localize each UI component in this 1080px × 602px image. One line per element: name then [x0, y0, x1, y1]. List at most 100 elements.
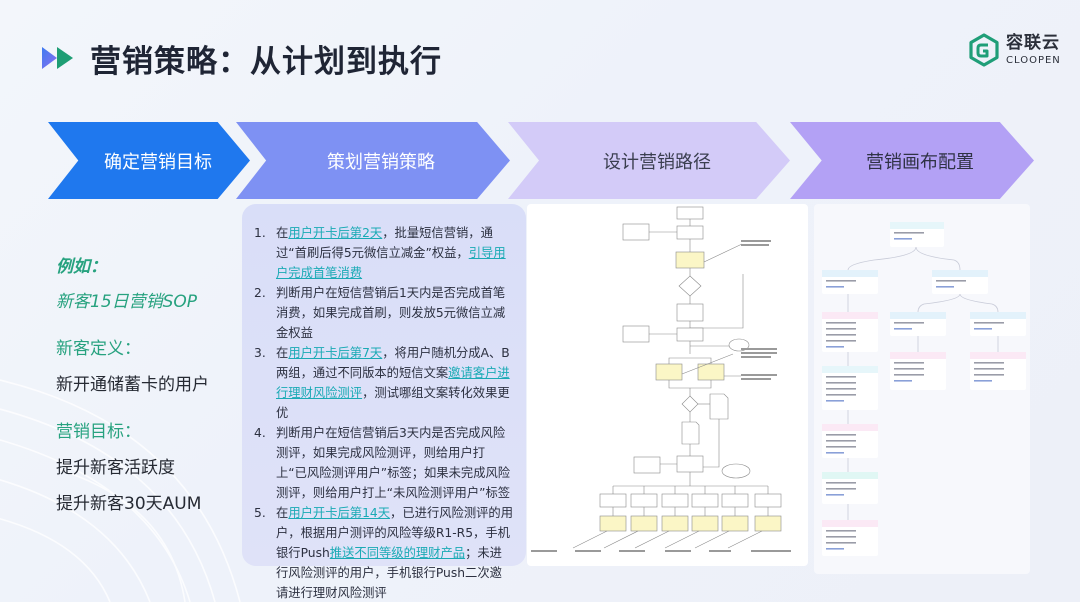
- goal-column: 例如： 新客15日营销SOP 新客定义： 新开通储蓄卡的用户 营销目标： 提升新…: [56, 252, 246, 514]
- flow-decision: [681, 395, 699, 413]
- strategy-item-number: 4.: [254, 426, 266, 440]
- hexagon-logo-icon: [969, 33, 999, 67]
- canvas-node-card: [822, 366, 878, 410]
- flow-node: [633, 456, 661, 474]
- flow-node-highlight: [754, 515, 782, 532]
- flow-annotation: [741, 244, 769, 246]
- double-play-arrow-icon: [42, 47, 73, 69]
- flow-node: [676, 303, 704, 322]
- logo-chinese-name: 容联云: [1006, 32, 1060, 53]
- strategy-text-segment: ，测试哪组文案转化效果更优: [276, 386, 510, 420]
- flow-annotation: [741, 240, 771, 242]
- flow-annotation: [741, 378, 771, 380]
- strategy-panel: 1.在用户开卡后第2天，批量短信营销，通过“首刷后得5元微信立减金”权益，引导用…: [242, 204, 526, 600]
- flow-annotation: [741, 356, 771, 358]
- strategy-text-segment: 判断用户在短信营销后1天内是否完成首笔消费，如果完成首刷，则发放5元微信立减金权…: [276, 286, 506, 340]
- page-title: 营销策略：从计划到执行: [90, 44, 442, 80]
- strategy-item: 2. 判断用户在短信营销后1天内是否完成首笔消费，如果完成首刷，则发放5元微信立减…: [252, 283, 514, 343]
- flow-annotation: [531, 550, 557, 552]
- canvas-diagram: [822, 222, 1026, 556]
- flow-node: [676, 225, 704, 240]
- flow-document: [709, 393, 729, 420]
- definition-value: 新开通储蓄卡的用户: [56, 375, 209, 395]
- flow-node: [754, 493, 782, 508]
- flow-node: [599, 493, 627, 508]
- strategy-text-segment: ，将用户随机分成A、B两组，通过不同版本的短信文案: [276, 346, 510, 380]
- strategy-highlight-link[interactable]: 用户开卡后第2天: [288, 226, 383, 240]
- canvas-node-card: [970, 352, 1026, 390]
- flow-node-highlight: [599, 515, 627, 532]
- canvas-node-card: [822, 424, 878, 458]
- step-plan-marketing-strategy: 策划营销策略: [236, 122, 510, 199]
- flow-node: [630, 493, 658, 508]
- flow-node: [721, 493, 749, 508]
- flow-document: [681, 421, 700, 445]
- strategy-text-segment: 在: [276, 226, 289, 240]
- canvas-node-card: [890, 222, 944, 247]
- strategy-list: 1.在用户开卡后第2天，批量短信营销，通过“首刷后得5元微信立减金”权益，引导用…: [252, 223, 514, 602]
- definition-label: 新客定义：: [56, 339, 141, 359]
- strategy-item-number: 2.: [254, 286, 266, 300]
- strategy-item: 3. 在用户开卡后第7天，将用户随机分成A、B两组，通过不同版本的短信文案邀请客户…: [252, 343, 514, 423]
- flow-node: [691, 493, 719, 508]
- step-canvas-configuration: 营销画布配置: [790, 122, 1034, 199]
- example-value: 新客15日营销SOP: [56, 292, 198, 312]
- flow-node: [676, 455, 704, 473]
- canvas-node-card: [822, 472, 878, 504]
- flow-node: [622, 325, 650, 343]
- strategy-highlight-link[interactable]: 邀请客户进行理财风险测评: [276, 366, 510, 400]
- strategy-item-text: 在用户开卡后第14天，已进行风险测评的用户，根据用户测评的风险等级R1-R5，手…: [276, 503, 514, 602]
- strategy-text-segment: ；未进行风险测评的用户，手机银行Push二次邀请进行理财风险测评: [276, 546, 502, 600]
- canvas-node-card: [970, 312, 1026, 336]
- example-label: 例如：: [56, 257, 107, 277]
- strategy-item-number: 3.: [254, 346, 266, 360]
- canvas-node-card: [890, 312, 946, 336]
- flow-annotation: [741, 348, 777, 350]
- strategy-highlight-link[interactable]: 用户开卡后第7天: [288, 346, 383, 360]
- flow-node-highlight: [630, 515, 658, 532]
- step-set-marketing-goal: 确定营销目标: [48, 122, 250, 199]
- flow-node-highlight: [661, 515, 689, 532]
- strategy-text-segment: 判断用户在短信营销后3天内是否完成风险测评，如果完成风险测评，则给用户打上“已风…: [276, 426, 511, 500]
- strategy-item-text: 在用户开卡后第7天，将用户随机分成A、B两组，通过不同版本的短信文案邀请客户进行…: [276, 343, 514, 423]
- flow-annotation: [709, 550, 731, 552]
- brand-logo: 容联云 CLOOPEN: [968, 33, 1061, 67]
- canvas-node-card: [890, 352, 946, 390]
- step-design-marketing-path: 设计营销路径: [508, 122, 790, 199]
- goal-item: 提升新客30天AUM: [56, 494, 202, 514]
- flow-node: [676, 206, 704, 220]
- canvas-node-card: [822, 270, 878, 294]
- flow-cloud: [721, 463, 751, 479]
- strategy-highlight-link[interactable]: 用户开卡后第14天: [288, 506, 391, 520]
- marketing-canvas-config: [814, 204, 1030, 574]
- strategy-item: 1. 在用户开卡后第2天，批量短信营销，通过“首刷后得5元微信立减金”权益，引导用…: [252, 223, 514, 283]
- strategy-item-text: 判断用户在短信营销后3天内是否完成风险测评，如果完成风险测评，则给用户打上“已风…: [276, 423, 514, 503]
- strategy-highlight-link[interactable]: 推送不同等级的理财产品: [329, 546, 466, 560]
- strategy-highlight-link[interactable]: 引导用户完成首笔消费: [276, 246, 506, 280]
- goal-item: 提升新客活跃度: [56, 458, 175, 478]
- canvas-node-card: [822, 312, 878, 352]
- flow-node-highlight: [675, 251, 705, 269]
- strategy-text-segment: ，批量短信营销，通过“首刷后得5元微信立减金”权益，: [276, 226, 493, 260]
- flowchart-diagram: [531, 206, 791, 552]
- flow-node-highlight: [721, 515, 749, 532]
- goal-label: 营销目标：: [56, 422, 141, 442]
- flow-decision: [678, 275, 702, 297]
- strategy-text-segment: ，已进行风险测评的用户，根据用户测评的风险等级R1-R5，手机银行Push: [276, 506, 514, 560]
- flow-node-highlight: [655, 363, 683, 381]
- flow-annotation: [741, 374, 777, 376]
- strategy-item: 4. 判断用户在短信营销后3天内是否完成风险测评，如果完成风险测评，则给用户打上“…: [252, 423, 514, 503]
- flow-annotation: [741, 352, 777, 354]
- marketing-path-flowchart: [527, 204, 808, 566]
- flow-annotation: [575, 550, 601, 552]
- flow-annotation: [751, 550, 791, 552]
- flow-node: [622, 223, 650, 241]
- strategy-item: 5. 在用户开卡后第14天，已进行风险测评的用户，根据用户测评的风险等级R1-R5…: [252, 503, 514, 602]
- strategy-item-number: 5.: [254, 506, 266, 520]
- strategy-item-text: 判断用户在短信营销后1天内是否完成首笔消费，如果完成首刷，则发放5元微信立减金权…: [276, 283, 514, 343]
- canvas-node-card: [932, 270, 988, 294]
- strategy-item-number: 1.: [254, 226, 266, 240]
- strategy-text-segment: 在: [276, 506, 289, 520]
- flow-node: [661, 493, 689, 508]
